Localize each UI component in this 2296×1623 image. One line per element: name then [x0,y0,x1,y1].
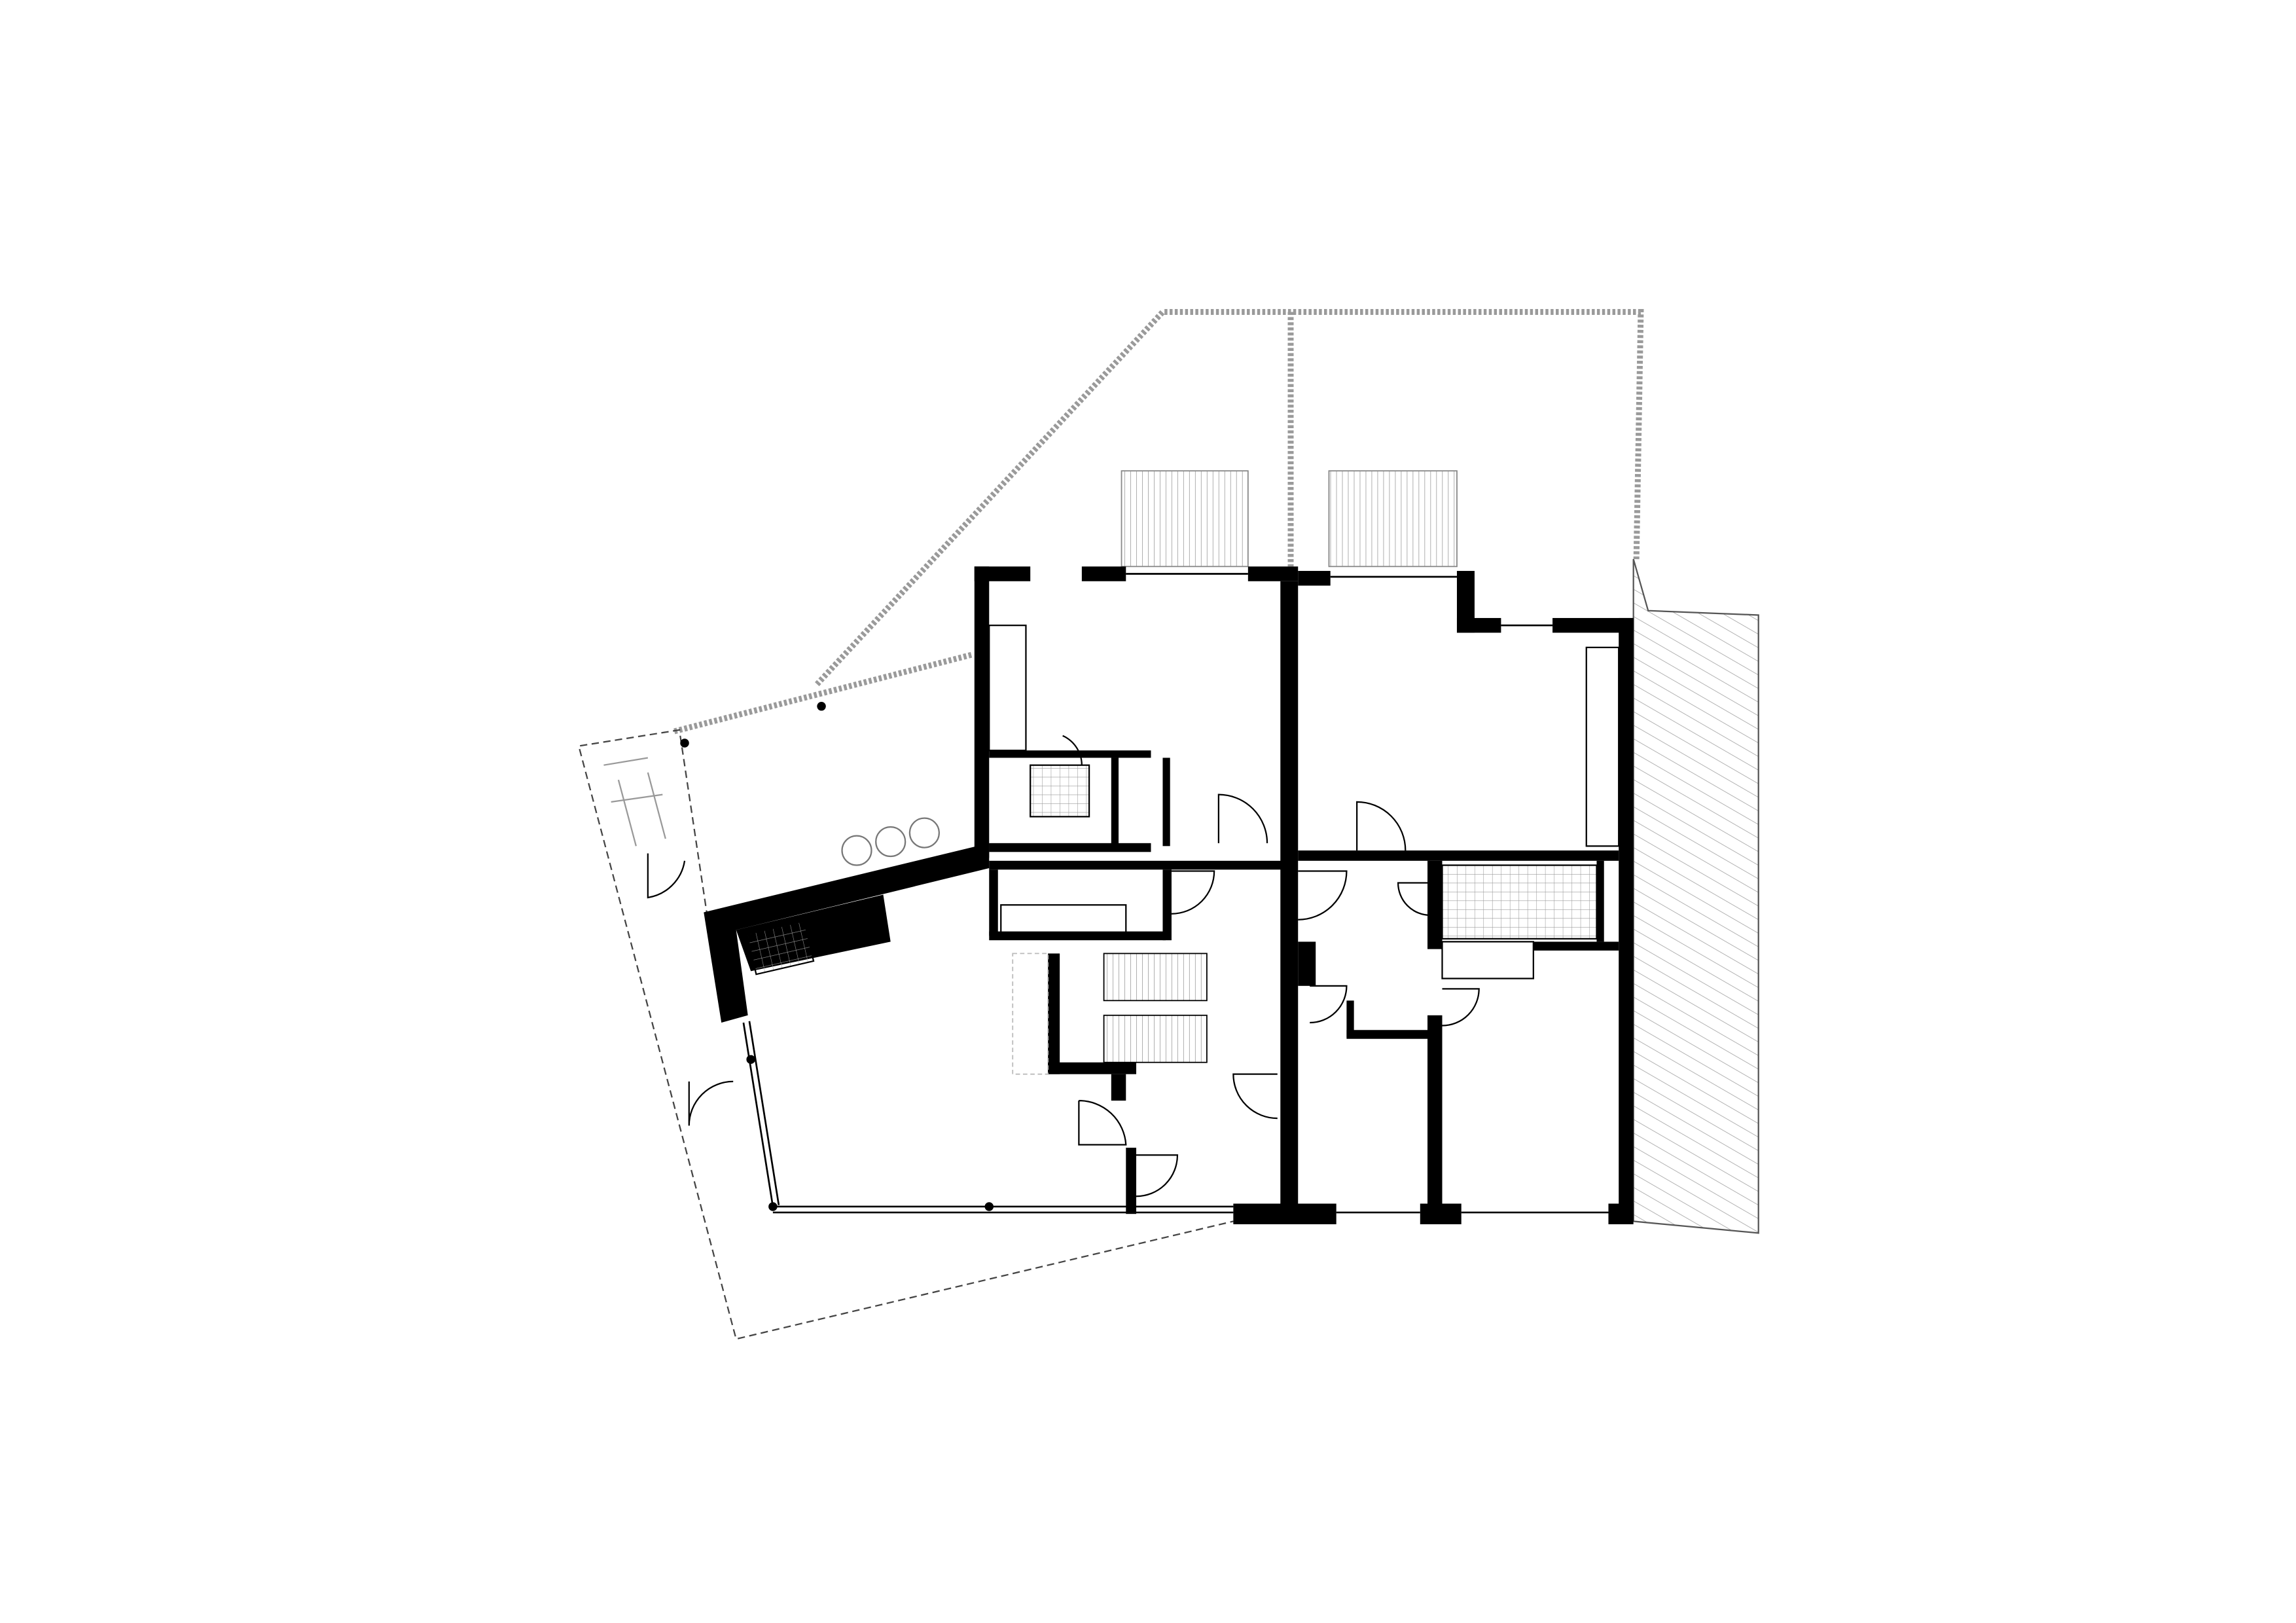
garden-hedge [673,308,1644,735]
kitchen-counter-right [1585,646,1620,847]
storage-units [1000,904,1127,936]
neighbouring-building [1632,558,1759,1234]
bathroom-left [1030,764,1090,818]
site-boundary-dashed [577,729,1234,1340]
wc-wing [745,920,815,976]
kitchen-counter-left [988,625,1027,752]
terrace-deck-right [1328,470,1458,568]
glazing [742,573,1609,1214]
terrace-deck-left [1121,470,1249,568]
door-swings [647,735,1480,1197]
bathroom-right [1441,864,1598,940]
waste-bins [841,817,940,866]
bike-stands [603,757,666,847]
columns [680,702,994,1211]
canopy-dashed [679,735,708,913]
bathtub [1441,941,1534,979]
staircase [1012,953,1208,1075]
